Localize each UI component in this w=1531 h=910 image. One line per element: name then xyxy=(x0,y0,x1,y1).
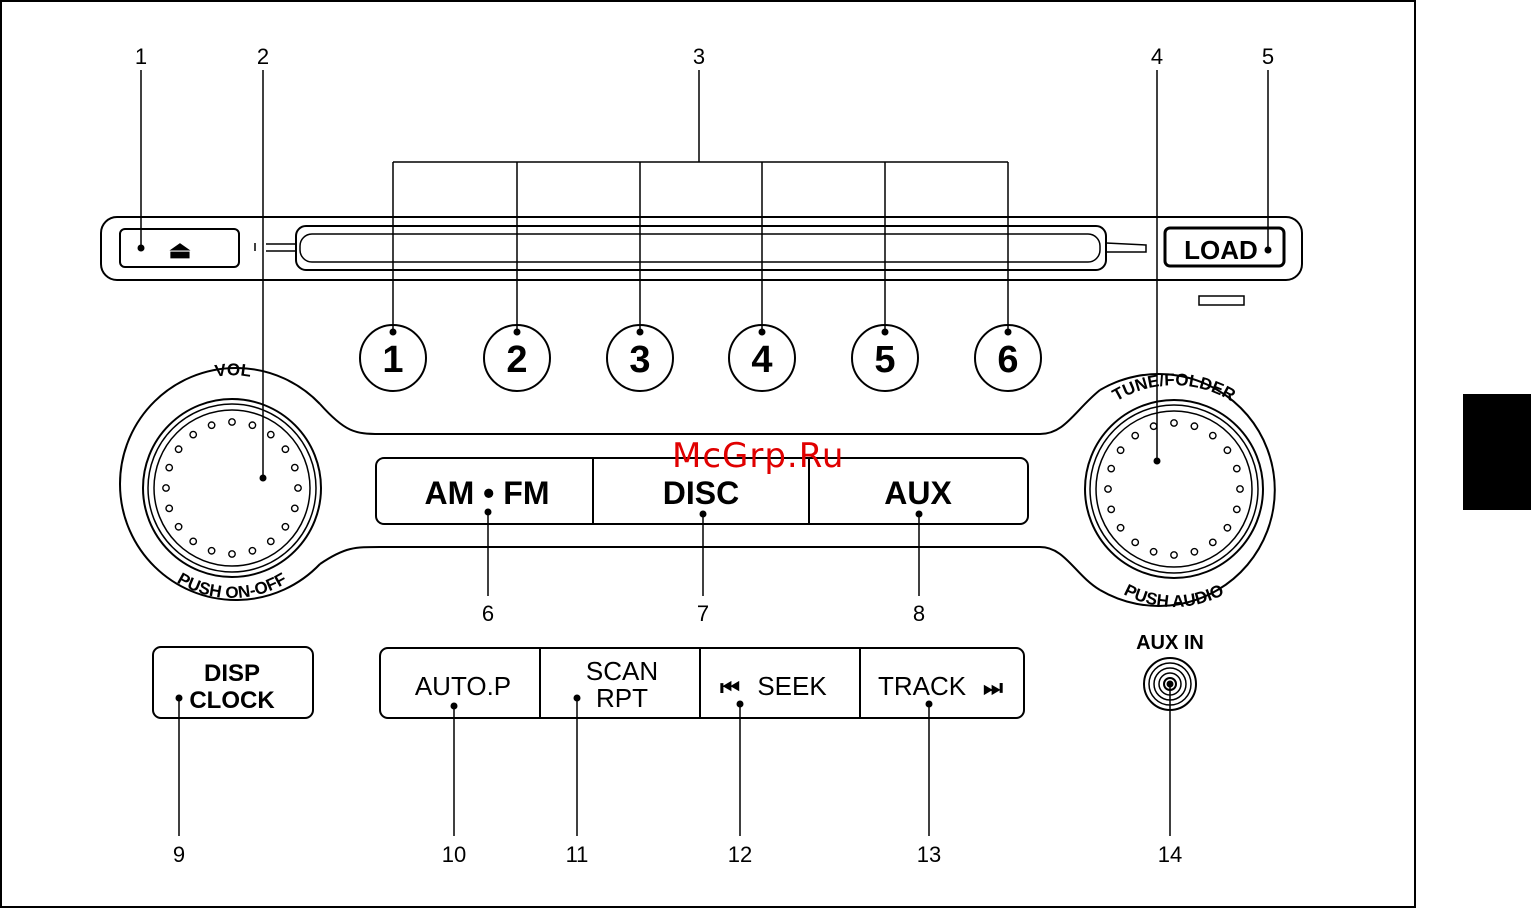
knob-grip-dot xyxy=(1171,552,1177,558)
knob-grip-dot xyxy=(1210,432,1216,438)
knob-grip-dot xyxy=(1132,539,1138,545)
function-button-bar: AUTO.P SCAN RPT ⏮ SEEK TRACK ⏭ xyxy=(380,648,1024,718)
knob-grip-dot xyxy=(1117,447,1123,453)
callout-11: 11 xyxy=(566,842,589,867)
preset-label: 3 xyxy=(629,339,650,381)
disp-label: DISP xyxy=(204,660,260,687)
knob-grip-dot xyxy=(1237,486,1243,492)
knob-grip-dot xyxy=(229,551,235,557)
knob-grip-dot xyxy=(175,446,181,452)
knob-grip-dot xyxy=(1108,506,1114,512)
knob-grip-dot xyxy=(295,485,301,491)
preset-label: 6 xyxy=(997,339,1018,381)
knob-grip-dot xyxy=(1224,447,1230,453)
knob-grip-dot xyxy=(282,446,288,452)
knob-grip-dot xyxy=(163,485,169,491)
tune-folder-knob[interactable]: TUNE/FOLDER PUSH AUDIO xyxy=(1085,370,1263,611)
knob-grip-dot xyxy=(282,524,288,530)
load-label: LOAD xyxy=(1184,235,1258,265)
watermark: McGrp.Ru xyxy=(672,436,844,476)
knob-grip-dot xyxy=(190,431,196,437)
rpt-label: RPT xyxy=(596,683,648,713)
scan-label: SCAN xyxy=(586,656,658,686)
callout-1: 1 xyxy=(135,44,147,69)
preset-buttons: 1 2 3 4 5 6 xyxy=(360,325,1041,391)
aux-label: AUX xyxy=(884,475,952,511)
knob-grip-dot xyxy=(1191,423,1197,429)
seek-back-icon: ⏮ xyxy=(720,675,740,700)
disp-clock-button[interactable]: DISP CLOCK xyxy=(153,647,313,718)
track-forward-icon: ⏭ xyxy=(983,675,1003,700)
knob-grip-dot xyxy=(268,431,274,437)
knob-grip-dot xyxy=(166,505,172,511)
knob-grip-dot xyxy=(1191,549,1197,555)
push-on-off-label: PUSH ON-OFF xyxy=(174,569,289,602)
clock-label: CLOCK xyxy=(189,687,275,714)
knob-grip-dot xyxy=(1105,486,1111,492)
knob-grip-dot xyxy=(190,538,196,544)
seek-label: SEEK xyxy=(757,671,827,701)
push-audio-label: PUSH AUDIO xyxy=(1121,580,1226,611)
callout-13: 13 xyxy=(917,842,941,867)
knob-grip-dot xyxy=(1108,465,1114,471)
knob-grip-dot xyxy=(1117,525,1123,531)
am-fm-button[interactable]: AM • FM xyxy=(378,460,591,522)
knob-grip-dot xyxy=(1234,506,1240,512)
track-button[interactable]: TRACK ⏭ xyxy=(862,650,1022,716)
preset-label: 5 xyxy=(874,339,895,381)
knob-grip-dot xyxy=(1234,465,1240,471)
seek-button[interactable]: ⏮ SEEK xyxy=(702,650,858,716)
preset-label: 2 xyxy=(506,339,527,381)
knob-grip-dot xyxy=(292,464,298,470)
knob-grip-dot xyxy=(175,524,181,530)
preset-label: 4 xyxy=(751,339,772,381)
callout-10: 10 xyxy=(442,842,466,867)
callout-5: 5 xyxy=(1262,44,1274,69)
knob-grip-dot xyxy=(229,419,235,425)
knob-grip-dot xyxy=(292,505,298,511)
auto-p-label: AUTO.P xyxy=(415,671,511,701)
aux-in-label: AUX IN xyxy=(1136,632,1204,654)
callout-4: 4 xyxy=(1151,44,1163,69)
scan-rpt-button[interactable]: SCAN RPT xyxy=(542,650,698,716)
knob-grip-dot xyxy=(208,548,214,554)
callout-6: 6 xyxy=(482,601,494,626)
load-button[interactable]: LOAD xyxy=(1165,228,1284,266)
knob-grip-dot xyxy=(208,422,214,428)
preset-label: 1 xyxy=(382,339,403,381)
knob-grip-dot xyxy=(1132,432,1138,438)
tune-knob-dots xyxy=(1105,420,1243,558)
am-fm-label: AM • FM xyxy=(425,475,550,511)
knob-grip-dot xyxy=(249,422,255,428)
callout-9: 9 xyxy=(173,842,185,867)
knob-grip-dot xyxy=(268,538,274,544)
vol-label: VOL xyxy=(214,360,253,381)
section-thumb-tab xyxy=(1463,394,1531,510)
knob-grip-dot xyxy=(249,548,255,554)
knob-grip-dot xyxy=(1171,420,1177,426)
knob-grip-dot xyxy=(1210,539,1216,545)
knob-grip-dot xyxy=(1150,423,1156,429)
knob-grip-dot xyxy=(1150,549,1156,555)
volume-knob[interactable]: VOL PUSH ON-OFF xyxy=(143,360,321,602)
callout-2: 2 xyxy=(257,44,269,69)
callout-3: 3 xyxy=(693,44,705,69)
knob-grip-dot xyxy=(1224,525,1230,531)
callout-8: 8 xyxy=(913,601,925,626)
callout-14: 14 xyxy=(1158,842,1182,867)
callout-12: 12 xyxy=(728,842,752,867)
track-label: TRACK xyxy=(878,671,967,701)
callout-7: 7 xyxy=(697,601,709,626)
volume-knob-dots xyxy=(163,419,301,557)
eject-icon: ⏏ xyxy=(169,237,192,264)
disc-label: DISC xyxy=(663,475,739,511)
cd-slot-bar xyxy=(101,217,1302,305)
knob-grip-dot xyxy=(166,464,172,470)
auto-p-button[interactable]: AUTO.P xyxy=(382,650,538,716)
